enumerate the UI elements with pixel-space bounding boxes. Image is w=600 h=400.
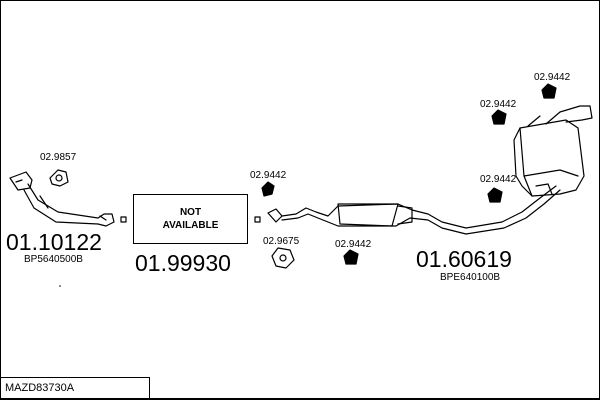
rear-section-oe-number: BPE640100B [440, 272, 501, 283]
flange-gasket-label: 02.9675 [263, 236, 300, 247]
front-pipe-oe-number: BP5640500B [24, 254, 83, 265]
front-pipe-drawing [9, 171, 127, 227]
rubber-mount-drawing-1 [261, 181, 275, 197]
not-available-line2: AVAILABLE [162, 220, 219, 231]
mount-label-1: 02.9442 [250, 170, 287, 181]
rubber-mount-drawing-3 [491, 109, 507, 125]
front-pipe-part-number: 01.10122 [6, 229, 102, 255]
not-available-box: NOT AVAILABLE [133, 194, 248, 244]
kit-code-box: MAZD83730A [0, 377, 150, 399]
mount-label-5: 02.9442 [480, 174, 517, 185]
stray-dot [59, 285, 61, 287]
rubber-mount-drawing-4 [541, 83, 557, 99]
mount-label-2: 02.9442 [335, 239, 372, 250]
not-available-line1: NOT [179, 206, 202, 218]
center-section-part-number: 01.99930 [135, 250, 231, 276]
rubber-mount-drawing-2 [343, 249, 359, 265]
mount-label-3: 02.9442 [480, 99, 517, 110]
connector-square [254, 216, 261, 223]
rear-section-part-number: 01.60619 [416, 246, 512, 272]
mount-label-4: 02.9442 [534, 72, 571, 83]
rubber-mount-drawing-5 [487, 187, 503, 203]
rear-section-drawing [267, 105, 593, 235]
gasket-front-label: 02.9857 [40, 152, 77, 163]
gasket-02-9857-drawing [49, 169, 69, 187]
gasket-02-9675-drawing [271, 247, 295, 269]
bottom-rule [150, 398, 600, 399]
